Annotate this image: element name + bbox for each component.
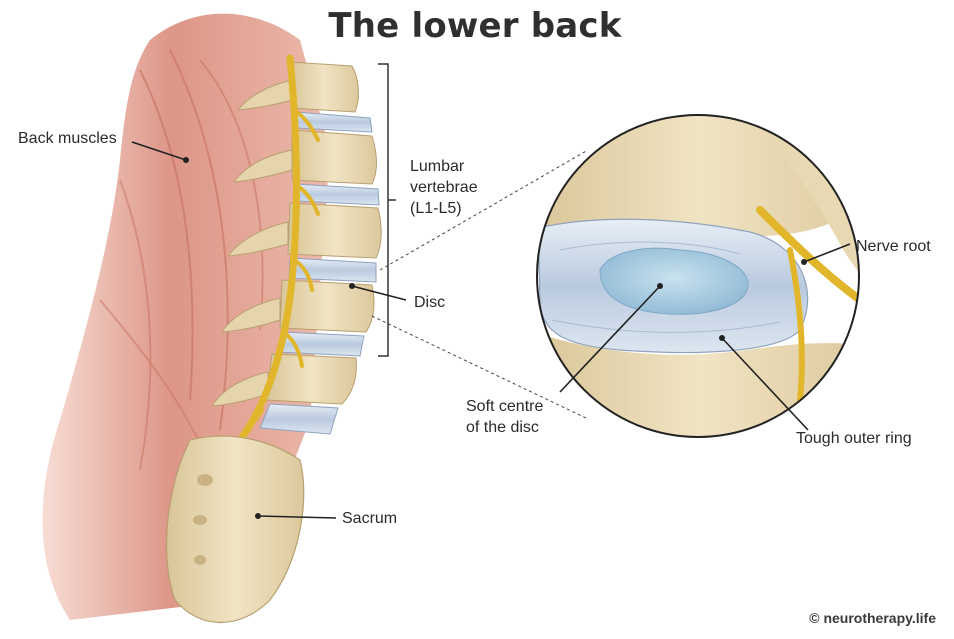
leader-tough-outer-ring [721,337,809,431]
diagram-title: The lower back [328,6,622,46]
label-disc: Disc [414,294,446,311]
leader-sacrum [257,515,337,519]
leader-dots [183,157,807,519]
label-tough-outer-ring: Tough outer ring [796,430,912,447]
leader-nerve-root [803,243,851,263]
label-nerve-root: Nerve root [856,238,931,255]
label-lumbar-line-1: Lumbar [410,158,465,175]
label-soft-centre-line-1: Soft centre [466,398,544,415]
label-soft-centre-line-2: of the disc [466,419,539,436]
zoom-guide-lines [371,149,589,419]
sacrum [165,435,305,624]
leader-disc [351,285,407,301]
leader-back-muscles [131,141,187,161]
leader-soft-centre [559,285,661,393]
lumbar-bracket [378,63,389,357]
label-back-muscles: Back muscles [18,130,117,147]
disc-closeup-inset [536,114,860,438]
label-lumbar-line-2: vertebrae [410,179,478,196]
lumbar-spine [211,61,382,435]
label-soft-centre: Soft centre of the disc [466,396,543,438]
credit-watermark: © neurotherapy.life [805,609,940,627]
label-lumbar-line-3: (L1-L5) [410,200,462,217]
label-sacrum: Sacrum [342,510,398,527]
spinal-nerves [203,54,320,472]
leader-lines [131,141,851,519]
label-lumbar-vertebrae: Lumbar vertebrae (L1-L5) [410,156,478,219]
